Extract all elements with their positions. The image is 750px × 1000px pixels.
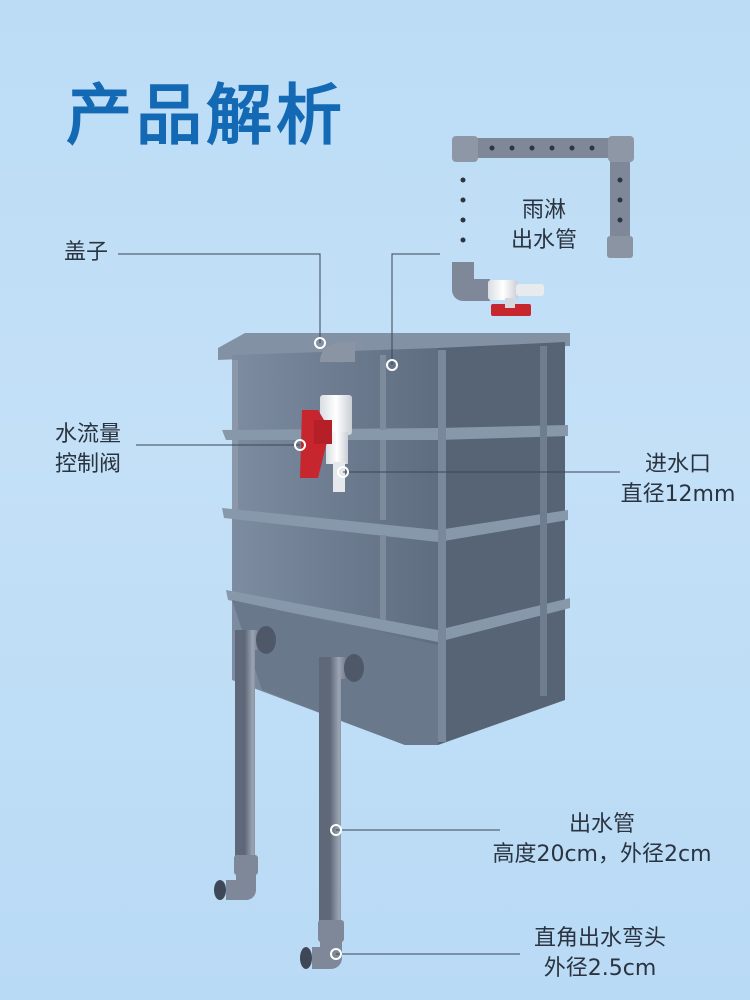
page-title: 产品解析: [66, 77, 346, 154]
rain-shower-pipe: [452, 136, 634, 316]
valve-label: 水流量 控制阀: [54, 422, 121, 477]
tank-body: [218, 333, 570, 745]
rain-pipe-label: 雨淋 出水管: [510, 198, 577, 253]
elbow-label: 直角出水弯头 外径2.5cm: [533, 926, 666, 981]
flow-control-valve: [300, 342, 355, 492]
lid-label: 盖子: [64, 240, 109, 265]
inlet-label: 进水口 直径12mm: [620, 452, 736, 507]
outlet-pipe-label: 出水管 高度20cm，外径2cm: [492, 812, 712, 867]
